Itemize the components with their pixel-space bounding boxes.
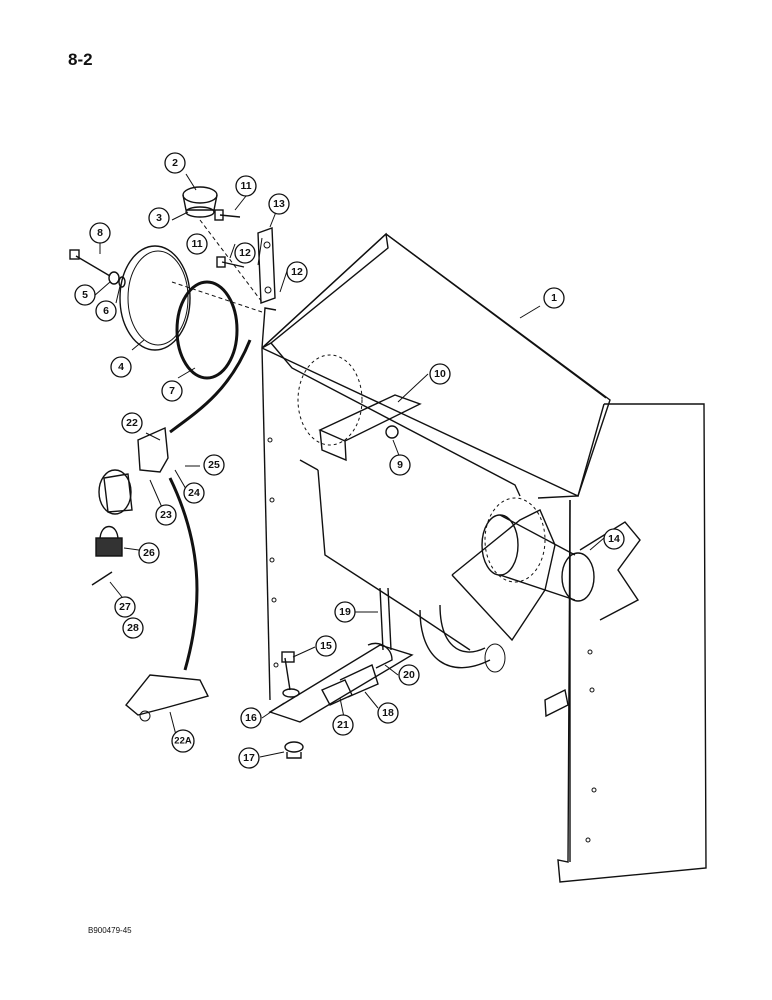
svg-text:10: 10: [434, 368, 446, 380]
housing-outline: [261, 232, 707, 883]
figure-code: B900479-45: [88, 926, 132, 935]
svg-text:16: 16: [245, 712, 257, 724]
callout-15: 15: [315, 635, 337, 657]
svg-text:27: 27: [119, 601, 131, 613]
svg-text:11: 11: [240, 180, 251, 192]
svg-text:11: 11: [191, 238, 202, 250]
callout-2: 2: [164, 152, 186, 174]
svg-text:26: 26: [143, 547, 155, 559]
callout-16: 16: [240, 707, 262, 729]
callout-20: 20: [398, 664, 420, 686]
callout-12-a: 12: [234, 242, 256, 264]
hinge-bracket: [257, 227, 276, 304]
svg-text:21: 21: [337, 719, 349, 731]
svg-text:7: 7: [169, 385, 175, 397]
svg-text:2: 2: [172, 157, 178, 169]
svg-text:17: 17: [243, 752, 255, 764]
svg-text:9: 9: [397, 459, 403, 471]
svg-text:18: 18: [382, 707, 394, 719]
bolt-part-11: [214, 209, 245, 268]
callout-11-a: 11: [235, 175, 257, 197]
callout-4: 4: [110, 356, 132, 378]
callout-26: 26: [138, 542, 160, 564]
callout-11-b: 11: [186, 233, 208, 255]
svg-text:6: 6: [103, 305, 109, 317]
cable: [169, 339, 252, 434]
svg-text:23: 23: [160, 509, 172, 521]
callout-17: 17: [238, 747, 260, 769]
bolt-part-8: [69, 249, 126, 288]
svg-text:22A: 22A: [174, 736, 192, 747]
callout-14: 14: [603, 528, 625, 550]
cover-plate: [119, 245, 191, 351]
svg-text:4: 4: [118, 361, 124, 373]
leader-lines: [93, 173, 605, 758]
callout-23: 23: [155, 504, 177, 526]
svg-text:19: 19: [339, 606, 351, 618]
svg-text:13: 13: [273, 198, 285, 210]
callout-22: 22: [121, 412, 143, 434]
svg-text:5: 5: [82, 289, 88, 301]
callout-28: 28: [122, 617, 144, 639]
svg-text:8: 8: [97, 227, 103, 239]
latch-assembly: [98, 426, 169, 515]
svg-text:12: 12: [291, 266, 303, 278]
bar-part: [318, 394, 422, 462]
callout-13: 13: [268, 193, 290, 215]
page-number: 8-2: [68, 50, 93, 69]
svg-text:20: 20: [403, 669, 415, 681]
callout-9: 9: [389, 454, 411, 476]
callout-6: 6: [95, 300, 117, 322]
callout-1: 1: [543, 287, 565, 309]
callout-12-b: 12: [286, 261, 308, 283]
callout-21: 21: [332, 714, 354, 736]
svg-text:14: 14: [608, 533, 620, 545]
callout-27: 27: [114, 596, 136, 618]
breather-cap: [182, 186, 218, 218]
valve-assembly: [268, 587, 414, 759]
svg-text:25: 25: [208, 459, 220, 471]
svg-text:3: 3: [156, 212, 162, 224]
cable-lower: [168, 477, 199, 671]
callout-24: 24: [183, 482, 205, 504]
svg-text:22: 22: [126, 417, 138, 429]
svg-text:1: 1: [551, 292, 557, 304]
callout-8: 8: [89, 222, 111, 244]
svg-text:12: 12: [239, 247, 251, 259]
nut-part-9: [385, 425, 399, 439]
callout-7: 7: [161, 380, 183, 402]
svg-text:24: 24: [188, 487, 200, 499]
callout-18: 18: [377, 702, 399, 724]
latch-bracket: [125, 674, 210, 722]
svg-text:28: 28: [127, 622, 139, 634]
svg-text:15: 15: [320, 640, 332, 652]
callout-5: 5: [74, 284, 96, 306]
gasket-ring: [175, 280, 239, 380]
callout-10: 10: [429, 363, 451, 385]
filter-cylinder: [481, 514, 641, 621]
callout-3: 3: [148, 207, 170, 229]
callout-25: 25: [203, 454, 225, 476]
padlock: [95, 525, 123, 557]
key: [91, 571, 113, 586]
callout-22a: 22A: [171, 729, 195, 753]
callout-19: 19: [334, 601, 356, 623]
